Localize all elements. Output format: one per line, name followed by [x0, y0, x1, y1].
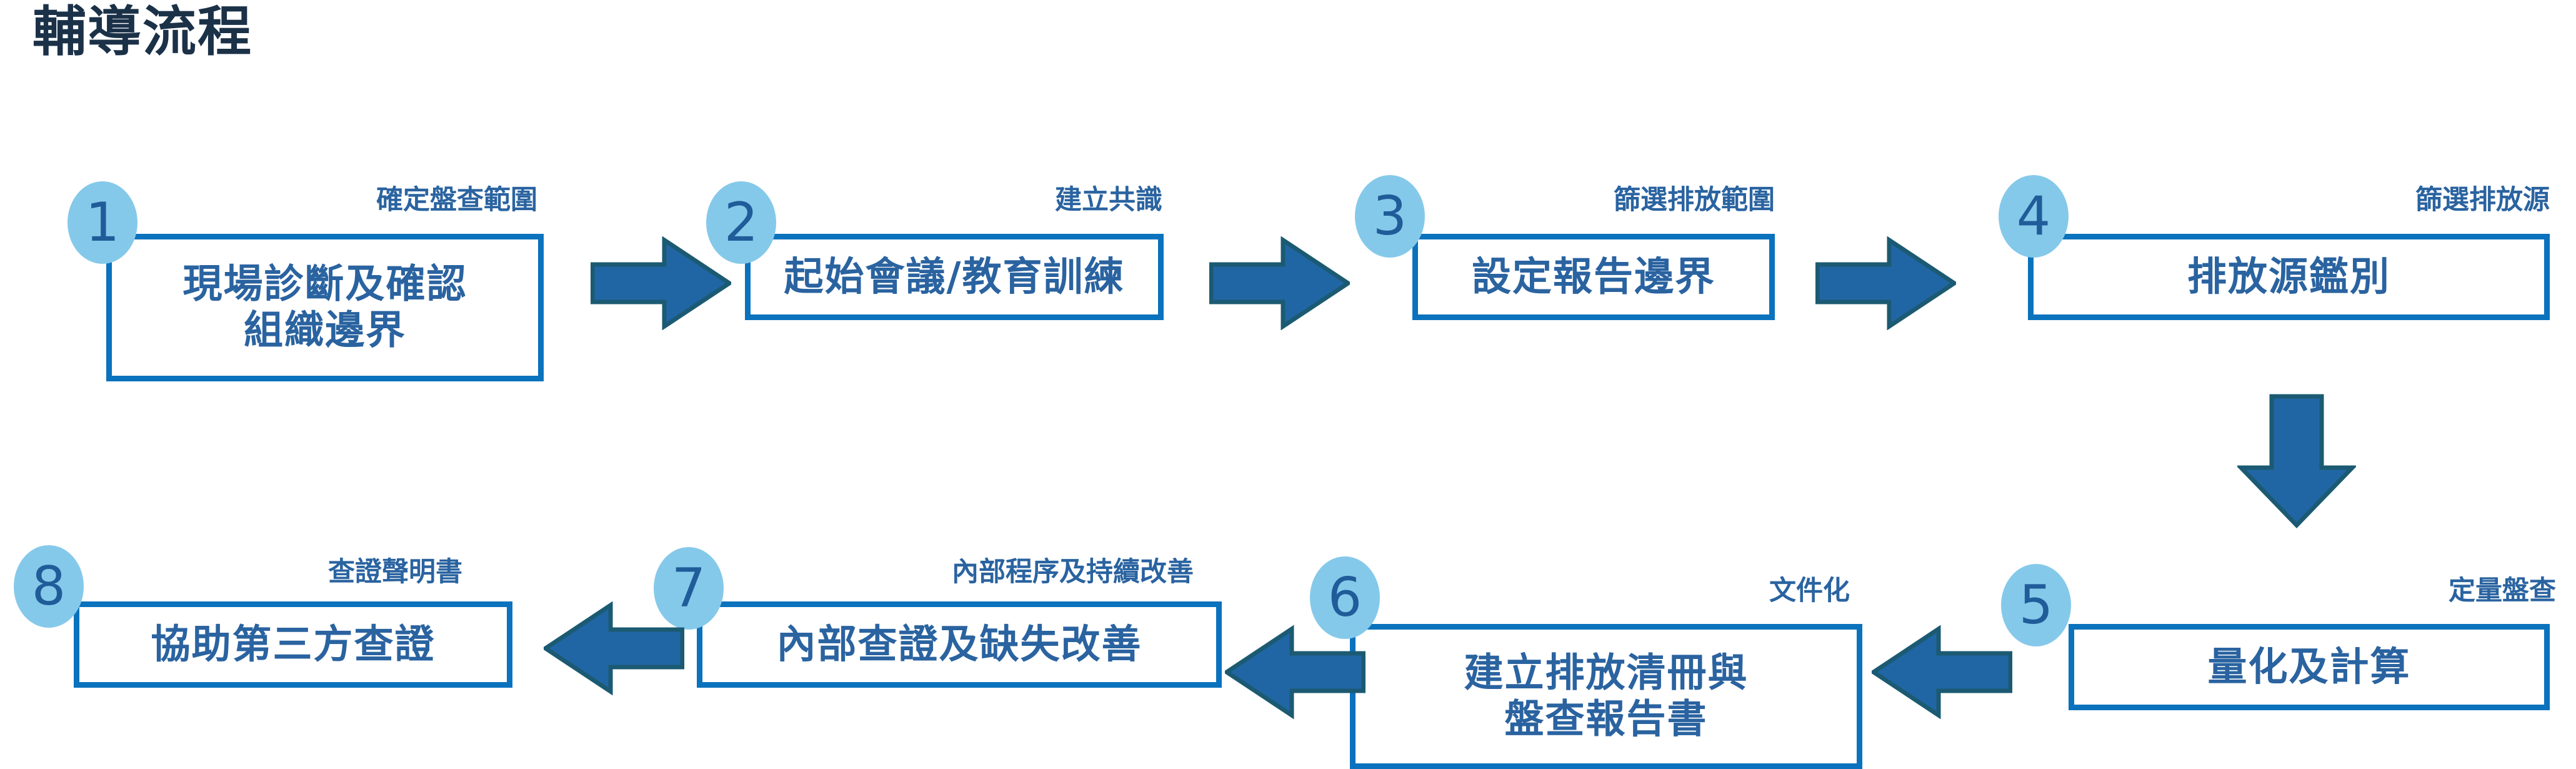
arrow-step1-to-step2 [591, 236, 731, 330]
arrow-step3-to-step4 [1815, 236, 1956, 330]
step-1-number-badge: 1 [67, 181, 137, 264]
step-6-number-badge: 6 [1310, 556, 1380, 639]
step-2-label: 起始會議/教育訓練 [784, 253, 1125, 299]
step-6-box[interactable]: 建立排放清冊與 盤查報告書 [1350, 624, 1862, 769]
step-6-caption: 文件化 [1769, 575, 1850, 606]
step-8-box[interactable]: 協助第三方查證 [74, 601, 512, 688]
step-8-label: 協助第三方查證 [151, 621, 436, 667]
step-4-caption: 篩選排放源 [2415, 184, 2550, 216]
step-3-label: 設定報告邊界 [1472, 253, 1715, 299]
step-3-number-badge: 3 [1355, 175, 1425, 258]
step-3-box[interactable]: 設定報告邊界 [1412, 234, 1775, 320]
step-5-box[interactable]: 量化及計算 [2069, 624, 2550, 710]
step-7-box[interactable]: 內部查證及缺失改善 [697, 601, 1222, 688]
step-3-caption: 篩選排放範圍 [1614, 184, 1775, 216]
arrow-step6-to-step7 [1225, 625, 1365, 719]
step-7-number-badge: 7 [654, 547, 724, 630]
step-7-label: 內部查證及缺失改善 [776, 621, 1142, 667]
step-2-box[interactable]: 起始會議/教育訓練 [745, 234, 1164, 320]
step-4-box[interactable]: 排放源鑑別 [2028, 234, 2550, 320]
arrow-step5-to-step6 [1872, 625, 2012, 719]
step-5-number-badge: 5 [2001, 564, 2071, 646]
step-1-label: 現場診斷及確認 組織邊界 [182, 261, 467, 353]
step-4-number-badge: 4 [1999, 175, 2069, 258]
step-5-caption: 定量盤查 [2449, 575, 2556, 606]
step-8-caption: 查證聲明書 [328, 556, 462, 588]
step-8-number-badge: 8 [14, 545, 84, 628]
step-4-label: 排放源鑑別 [2187, 253, 2390, 299]
arrow-step7-to-step8 [544, 601, 684, 695]
step-2-number-badge: 2 [706, 181, 776, 264]
arrow-step2-to-step3 [1209, 236, 1350, 330]
step-6-label: 建立排放清冊與 盤查報告書 [1464, 650, 1749, 742]
arrow-step4-to-step5 [2237, 394, 2356, 528]
page-title: 輔導流程 [32, 1, 252, 63]
step-7-caption: 內部程序及持續改善 [952, 556, 1194, 588]
step-5-label: 量化及計算 [2207, 643, 2411, 690]
step-2-caption: 建立共識 [1055, 184, 1162, 216]
step-1-caption: 確定盤查範圍 [376, 184, 537, 216]
step-1-box[interactable]: 現場診斷及確認 組織邊界 [106, 234, 544, 381]
